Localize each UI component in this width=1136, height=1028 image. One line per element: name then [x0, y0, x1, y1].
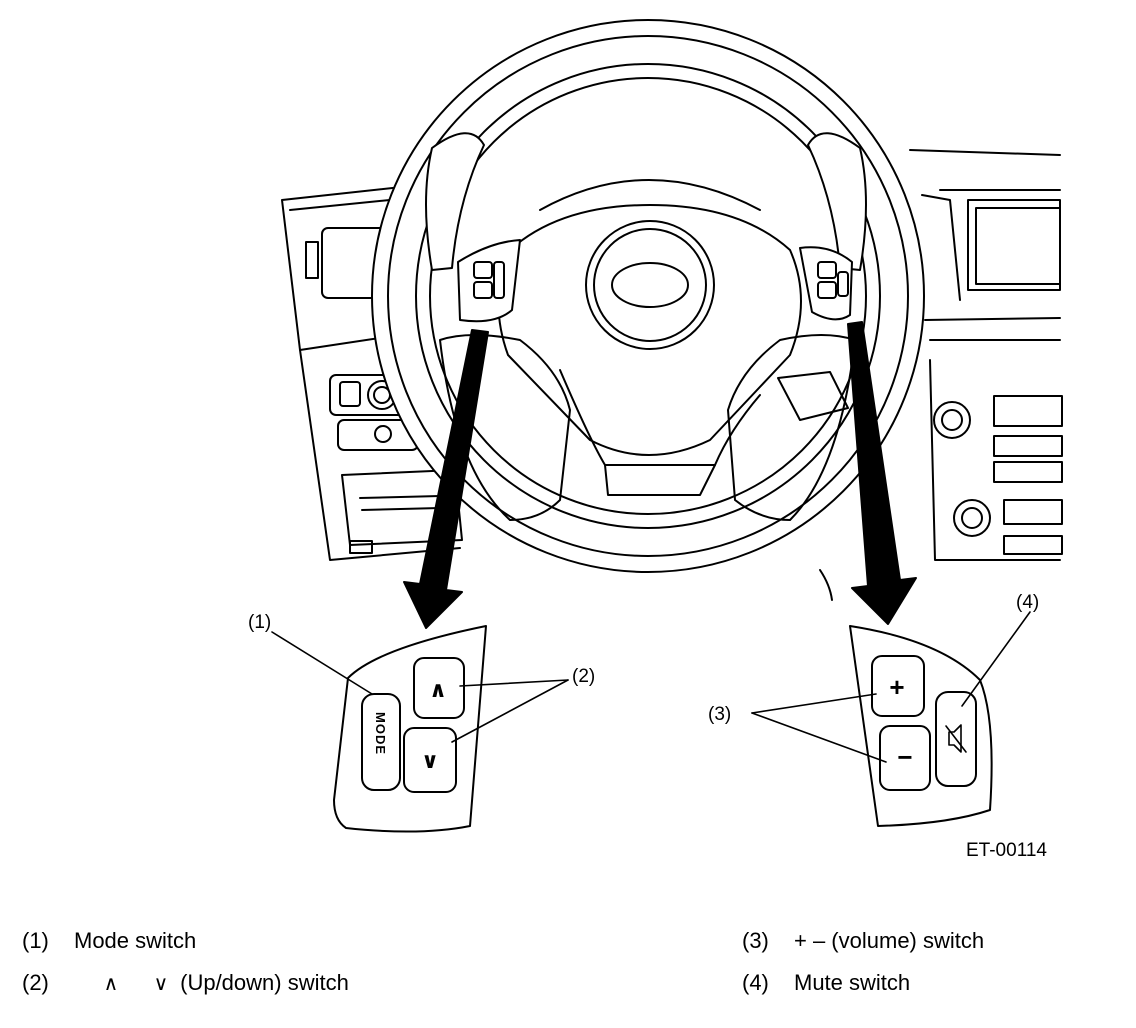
legend-item-4: (4) Mute switch — [742, 970, 910, 996]
leader-lines — [271, 611, 1031, 763]
legend-down-arrow-icon: ∨ — [153, 973, 169, 995]
legend-num-2: (2) — [22, 970, 49, 995]
left-switch-panel: MODE ∧ ∨ — [333, 625, 487, 833]
legend-item-2: (2) ∧ ∨ (Up/down) switch — [22, 970, 349, 997]
legend-text-1: Mode switch — [74, 928, 197, 953]
mute-switch — [935, 691, 977, 787]
down-switch-symbol: ∨ — [421, 749, 439, 774]
volume-down-switch: − — [879, 725, 931, 791]
legend-item-3: (3) + – (volume) switch — [742, 928, 984, 954]
callout-2: (2) — [572, 666, 595, 687]
up-switch-symbol: ∧ — [429, 678, 447, 703]
legend-num-3: (3) — [742, 928, 769, 953]
legend-text-3: + – (volume) switch — [794, 928, 985, 953]
legend-text-4: Mute switch — [794, 970, 911, 995]
pointer-arrows — [403, 321, 917, 629]
legend-item-1: (1) Mode switch — [22, 928, 196, 954]
volume-up-switch: + — [871, 655, 925, 717]
mode-switch-label: MODE — [373, 712, 388, 755]
mute-icon — [945, 724, 967, 753]
legend-num-1: (1) — [22, 928, 49, 953]
dashboard-illustration — [281, 149, 1063, 601]
volume-up-symbol: + — [889, 672, 904, 702]
mode-switch: MODE — [361, 693, 401, 791]
callout-3: (3) — [708, 704, 731, 725]
volume-down-symbol: − — [897, 742, 912, 772]
up-switch: ∧ — [413, 657, 465, 719]
callout-4: (4) — [1016, 592, 1039, 613]
legend-up-arrow-icon: ∧ — [103, 973, 119, 995]
down-switch: ∨ — [403, 727, 457, 793]
figure-id: ET-00114 — [966, 840, 1047, 861]
steering-wheel — [371, 19, 925, 573]
callout-1: (1) — [248, 612, 271, 633]
legend-num-4: (4) — [742, 970, 769, 995]
legend-text-2: (Up/down) switch — [180, 970, 349, 995]
right-switch-panel: + − — [849, 625, 993, 827]
